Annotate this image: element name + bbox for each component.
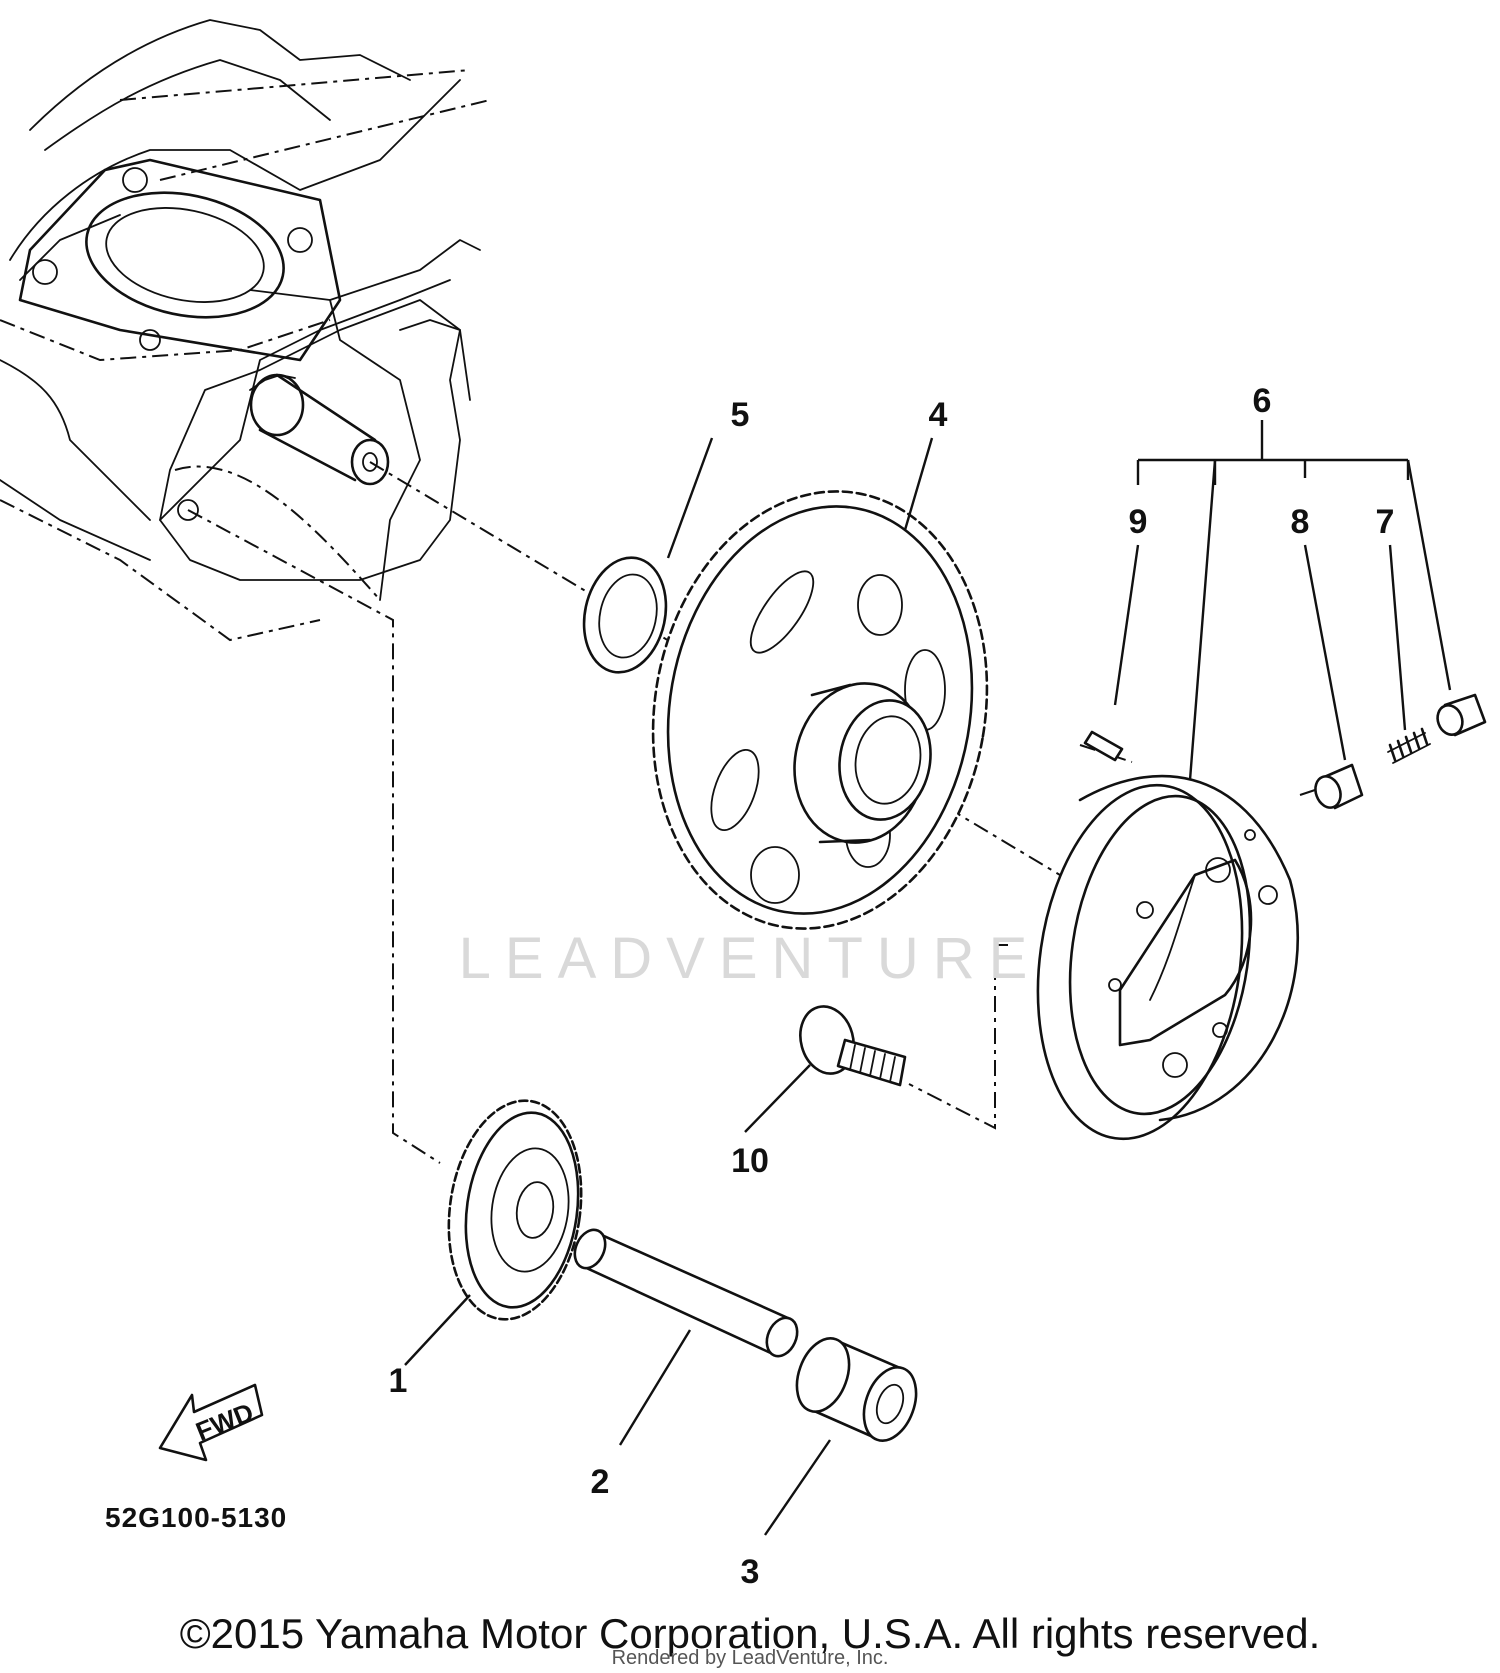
callout-7: 7 [1376, 503, 1395, 541]
part-6-cap [1436, 693, 1487, 737]
engine-crankcase [0, 19, 491, 642]
part-6-starter-clutch-assembly [1036, 774, 1299, 1141]
part-10-bolt [799, 1005, 907, 1087]
part-4-starter-wheel-gear [651, 490, 989, 930]
assembly-centerlines [187, 461, 1316, 1164]
callout-9: 9 [1129, 503, 1148, 541]
part-9-roller [1083, 730, 1124, 762]
part-1-idle-gear [447, 1099, 583, 1321]
callout-5: 5 [731, 396, 750, 434]
callout-8: 8 [1291, 503, 1310, 541]
callout-4: 4 [929, 396, 948, 434]
forward-direction-arrow: FWD [158, 1383, 264, 1462]
rendered-by-credit: Rendered by LeadVenture, Inc. [612, 1647, 889, 1669]
callout-1: 1 [389, 1362, 408, 1400]
callout-leaders [404, 420, 1452, 1536]
callout-3: 3 [741, 1553, 760, 1591]
part-5-washer [582, 556, 668, 674]
part-8-plunger [1314, 763, 1364, 810]
callout-6: 6 [1253, 382, 1272, 420]
figure-code: 52G100-5130 [105, 1502, 287, 1533]
part-3-collar [795, 1337, 918, 1442]
callout-2: 2 [591, 1463, 610, 1501]
callout-10: 10 [731, 1142, 769, 1180]
watermark: LEADVENTURE [459, 926, 1042, 991]
callout-labels: 1 2 3 4 5 6 7 8 9 10 [389, 382, 1395, 1591]
part-2-shaft [573, 1228, 799, 1358]
copyright-notice: ©2015 Yamaha Motor Corporation, U.S.A. A… [180, 1610, 1321, 1657]
part-7-spring [1387, 727, 1431, 764]
